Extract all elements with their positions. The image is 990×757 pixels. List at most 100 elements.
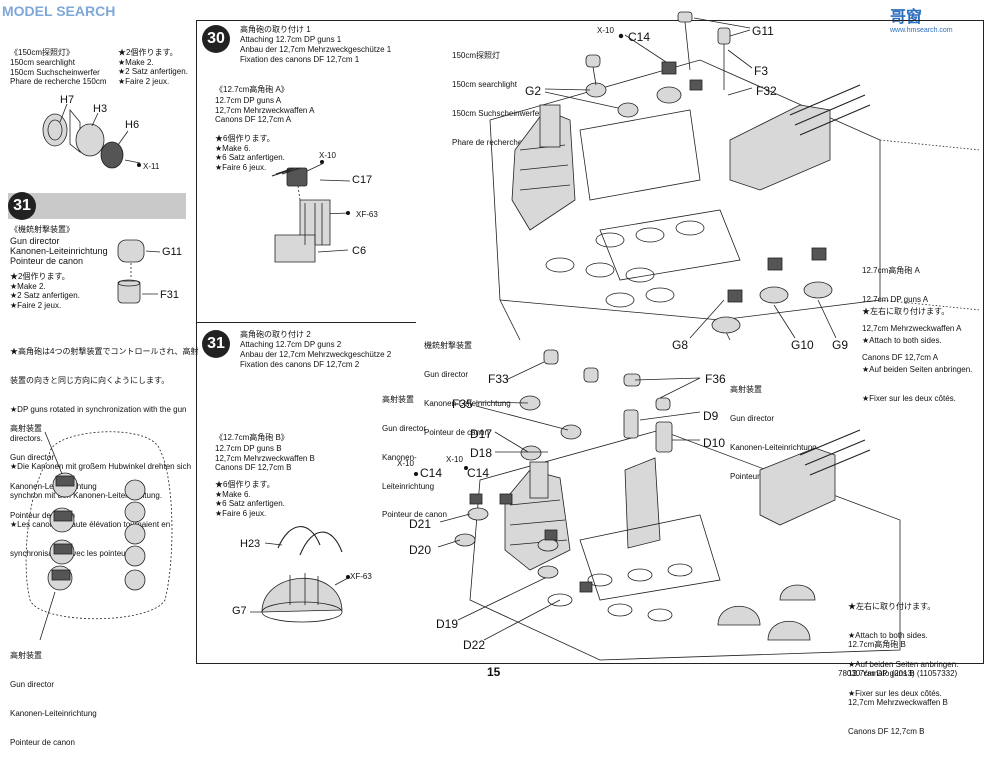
gun-director-drawing: [117, 239, 161, 304]
label-line: Kanonen-: [382, 452, 417, 462]
subassembly-fr: Canons DF 12,7cm B: [215, 463, 292, 473]
part-label-f3: F3: [754, 64, 769, 78]
label-line: ★Fixer sur les deux côtés.: [862, 393, 956, 403]
label-line: Gun director: [10, 679, 55, 689]
director-a-label: 機銃射撃装置 Gun director Kanonen-Leiteinricht…: [424, 322, 511, 447]
para-line: ★高角砲は4つの射撃装置でコントロールされ、高射: [10, 347, 199, 357]
para-line: 装置の向きと同じ方向に向くようにします。: [10, 375, 170, 385]
note-jp: ★6個作ります。: [215, 480, 275, 489]
label-line: ★Attach to both sides.: [848, 630, 928, 640]
step-30-title-jp: 高角砲の取り付け 1: [240, 25, 311, 34]
note-de: ★2 Satz anfertigen.: [118, 67, 188, 77]
label-line: Gun director: [730, 413, 775, 423]
ship-superstructure-top-drawing: [489, 11, 981, 341]
paint-x10: X-10: [319, 151, 336, 160]
note-en: ★Make 6.: [215, 143, 251, 153]
step-31b-title-jp: 高角砲の取り付け 2: [240, 330, 311, 339]
label-line: Kanonen-Leiteinrichtung: [10, 708, 97, 718]
part-label-h6: H6: [125, 119, 140, 131]
note-jp: ★6個作ります。: [215, 134, 275, 143]
step-31-bar: [8, 193, 186, 219]
para-line: synchronisation avec les pointeurs.: [10, 548, 135, 558]
side-note-a-2: ★左右に取り付けます。 ★Attach to both sides. ★Auf …: [862, 288, 972, 413]
main-frame: [196, 20, 984, 664]
part-label-d9: D9: [703, 409, 719, 423]
label-line: Kanonen-Leiteinrichtung: [730, 442, 817, 452]
label-line: ★左右に取り付けます。: [862, 307, 950, 317]
paint-x10: X-10: [597, 26, 614, 35]
part-label-h3: H3: [93, 103, 108, 115]
searchlight-fr: Phare de recherche 150cm: [10, 77, 107, 87]
gun-a-drawing: [271, 160, 351, 263]
label-line: 機銃射撃装置: [424, 341, 472, 351]
label-line: 12.7cm高角砲 B: [848, 640, 906, 650]
label-line: Canons DF 12,7cm B: [848, 726, 925, 736]
part-label-f33: F33: [488, 372, 509, 386]
step-31-en: Gun director: [10, 236, 60, 246]
label-line: 高射装置: [10, 424, 42, 434]
part-label-d18: D18: [470, 446, 493, 460]
ship-superstructure-bottom-drawing: [414, 349, 901, 661]
label-line: 12.7cm DP guns A: [862, 294, 929, 304]
label-line: ★Auf beiden Seiten anbringen.: [862, 364, 973, 374]
label-line: 高射装置: [10, 651, 42, 661]
label-line: Pointeur de canon: [424, 427, 489, 437]
part-label-g9: G9: [832, 338, 849, 352]
part-label-d19: D19: [436, 617, 459, 631]
label-line: Kanonen-Leiteinrichtung: [424, 398, 511, 408]
part-label-f36: F36: [705, 372, 726, 386]
label-line: 高射装置: [730, 385, 762, 395]
label-line: 150cm searchlight: [452, 79, 517, 89]
note-de: ★6 Satz anfertigen.: [215, 499, 285, 509]
part-label-h23: H23: [240, 538, 261, 550]
paint-x10: X-10: [446, 455, 463, 464]
watermark: MODEL SEARCH: [2, 3, 115, 21]
label-line: Gun director: [10, 452, 55, 462]
page-number: 15: [487, 665, 501, 679]
note-jp: ★2個作ります。: [118, 48, 178, 57]
para-line: directors.: [10, 433, 43, 443]
step-30-badge: 30: [202, 25, 230, 53]
subassembly-title: 《12.7cm高角砲 A》: [215, 85, 289, 94]
note-fr: ★Faire 6 jeux.: [215, 508, 267, 518]
note-en: ★Make 2.: [10, 281, 46, 291]
label-line: ★Attach to both sides.: [862, 335, 942, 345]
part-label-d21: D21: [409, 517, 432, 531]
label-line: Leiteinrichtung: [382, 481, 435, 491]
searchlight-de: 150cm Suchscheinwerfer: [10, 67, 100, 77]
step-30-title-de: Anbau der 12,7cm Mehrzweckgeschütze 1: [240, 45, 392, 54]
label-line: 150cm探照灯: [452, 51, 501, 61]
part-label-d22: D22: [463, 638, 486, 652]
divider: [196, 322, 416, 323]
label-line: ★左右に取り付けます。: [848, 602, 936, 612]
paint-x10: X-10: [397, 459, 414, 468]
searchlight-en: 150cm searchlight: [10, 58, 75, 67]
part-label-d20: D20: [409, 543, 432, 557]
step-31b-title-en: Attaching 12.7cm DP guns 2: [240, 340, 342, 349]
part-label-g8: G8: [672, 338, 689, 352]
label-line: Gun director: [424, 369, 469, 379]
gun-b-drawing: [250, 526, 350, 623]
label-line: Pointeur de canon: [382, 510, 447, 520]
subassembly-de: 12,7cm Mehrzweckwaffen A: [215, 105, 315, 115]
step-31-de: Kanonen-Leiteinrichtung: [10, 246, 108, 256]
paint-xf63: XF-63: [350, 572, 372, 581]
label-line: Pointeur de canon: [10, 737, 75, 747]
part-label-c6: C6: [352, 245, 367, 257]
label-line: Gun director: [382, 423, 427, 433]
note-en: ★Make 6.: [215, 489, 251, 499]
note-de: ★6 Satz anfertigen.: [215, 153, 285, 163]
part-label-f35: F35: [452, 397, 473, 411]
part-label-g11: G11: [752, 24, 774, 38]
part-label-h7: H7: [60, 94, 75, 106]
para-line: ★Die Kanonen mit großem Hubwinkel drehte…: [10, 462, 192, 472]
subassembly-fr: Canons DF 12,7cm A: [215, 115, 292, 125]
watermark-logo: 哥窗 www.hmsearch.com: [890, 9, 953, 34]
subassembly-en: 12.7cm DP guns B: [215, 444, 282, 453]
part-label-g11: G11: [162, 246, 182, 258]
part-label-g2: G2: [525, 84, 542, 98]
label-line: ★Auf beiden Seiten anbringen.: [848, 659, 959, 669]
step-31b-badge: 31: [202, 330, 230, 358]
para-line: ★DP guns rotated in synchronization with…: [10, 404, 187, 414]
subassembly-de: 12,7cm Mehrzweckwaffen B: [215, 453, 315, 463]
